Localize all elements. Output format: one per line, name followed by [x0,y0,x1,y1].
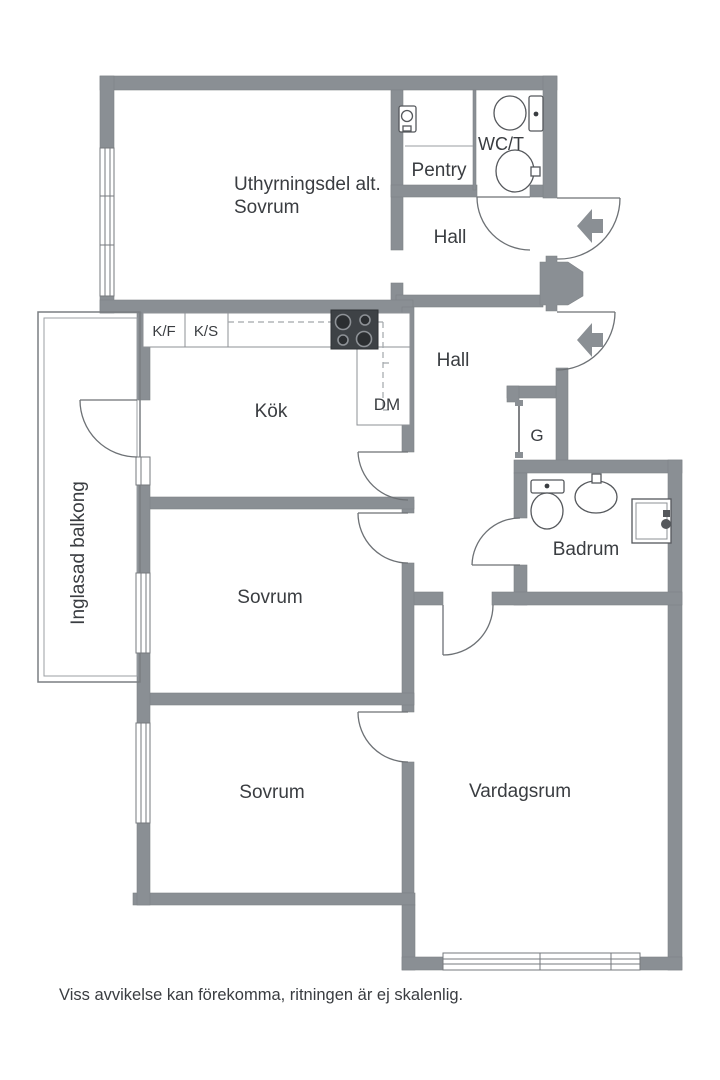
room-label-bedroom1: Sovrum [237,587,302,608]
pentry-sink-icon [398,105,417,133]
window [135,572,151,654]
room-label-living-room: Vardagsrum [469,781,571,802]
appliance-label-ks: K/S [194,323,218,340]
appliance-label-kf: K/F [152,323,175,340]
wall [529,184,544,198]
wall [401,562,415,713]
room-label-balcony: Inglasad balkong [68,481,89,625]
wc-sink-icon [495,149,541,193]
disclaimer-text: Viss avvikelse kan förekomma, ritningen … [59,986,463,1004]
wall [395,294,544,308]
wall [513,472,528,519]
room-label-hall-upper: Hall [434,227,467,248]
wall [513,459,683,474]
wall [491,591,683,606]
room-label-wardrobe: G [530,426,543,445]
wall [401,761,415,894]
walls-layer [99,75,683,971]
doors-layer [79,196,621,763]
stove-icon [330,309,379,350]
bathroom-sink-icon [574,473,618,514]
wall [99,75,558,91]
shower-icon [631,498,672,544]
wall [136,822,151,906]
shaft [539,255,584,312]
window [135,456,151,486]
wall [555,367,569,464]
bathroom-door-arc [471,517,521,566]
room-label-hall-lower: Hall [437,350,470,371]
room-label-uthyrningsdel-line1: Uthyrningsdel alt. [234,174,381,195]
labels-layer: Uthyrningsdel alt. Sovrum Pentry WC/T Ha… [59,134,619,1004]
wc-toilet-icon [493,95,544,132]
wall [542,75,558,199]
window [442,952,641,971]
wall [401,956,444,971]
wall [142,496,415,510]
entrance-door-arc [556,311,616,371]
wall [132,892,416,906]
room-label-bathroom: Badrum [553,539,620,560]
entrance-door-arc [556,197,621,260]
window [99,147,115,297]
window [135,722,151,824]
wall [506,385,520,403]
appliance-label-dm: DM [374,395,400,414]
wardrobe-door [515,400,523,458]
bathroom-toilet-icon [530,479,565,530]
wc-door-arc [476,196,531,251]
upper-cabinet-dashed [228,321,392,411]
wall [639,956,683,971]
room-label-wc: WC/T [478,134,524,154]
wall [136,484,151,574]
balcony-door-arc [79,399,138,458]
room-label-bedroom2: Sovrum [239,782,304,803]
bedroom2-door-arc [357,711,409,763]
windows-layer [99,147,641,971]
wall [99,75,115,149]
bedroom1-door-arc [357,512,409,564]
entrance-arrow-icon [577,209,603,243]
wall [142,692,415,706]
room-label-pentry: Pentry [412,160,467,181]
living-room-door-arc [442,604,494,656]
wall [390,184,478,198]
room-label-uthyrningsdel-line2: Sovrum [234,197,299,218]
thin-partition [472,89,477,191]
kitchen-door-arc [357,451,409,501]
wall [136,652,151,724]
entrance-arrow-icon [577,323,603,357]
balcony-outline [37,311,141,683]
room-label-kitchen: Kök [255,401,288,422]
